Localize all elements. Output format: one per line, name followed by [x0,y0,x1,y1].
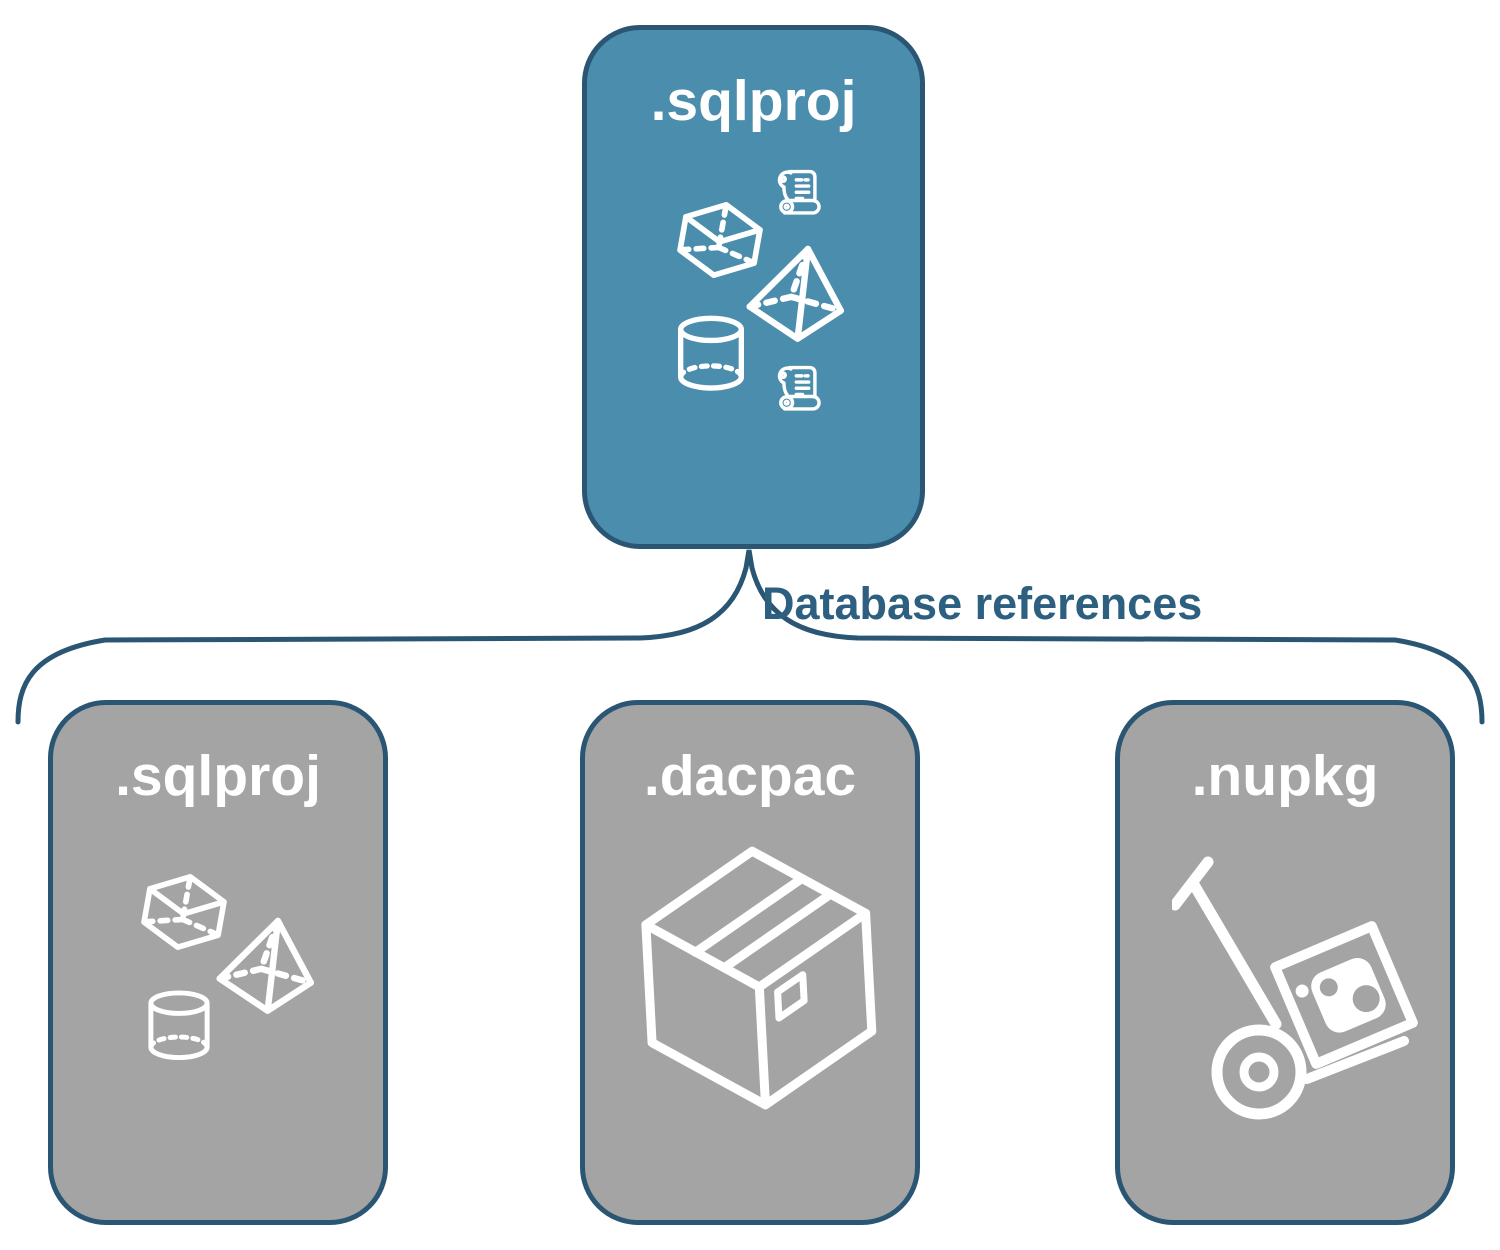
connector-label: Database references [762,578,1203,629]
node-sqlproj-root: .sqlproj [582,25,925,549]
scroll-icon [766,164,828,226]
pyramid-icon [213,911,320,1018]
node-label: .sqlproj [115,744,321,808]
package-box-icon [639,841,879,1123]
cylinder-icon [141,983,217,1069]
nuget-hand-truck-icon [1172,855,1422,1135]
node-nupkg: .nupkg [1115,700,1455,1225]
node-label: .nupkg [1191,744,1379,808]
node-label: .dacpac [643,744,857,808]
node-sqlproj-child: .sqlproj [48,700,388,1225]
scroll-icon [766,360,828,422]
pyramid-icon [743,239,850,346]
cube-icon [137,865,231,959]
cube-icon [673,193,767,287]
cylinder-icon [670,309,752,399]
node-label: .sqlproj [650,69,857,133]
node-dacpac: .dacpac [580,700,920,1225]
